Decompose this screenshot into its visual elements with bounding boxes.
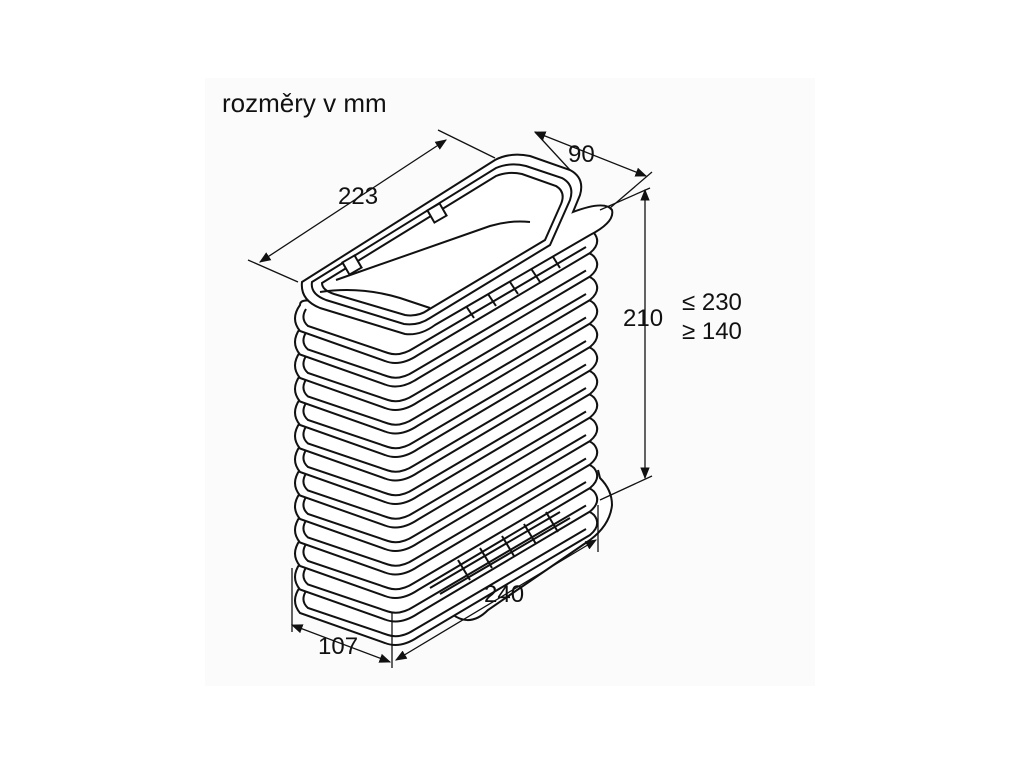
top-ribs [449, 237, 581, 319]
dim-top-length: 223 [338, 183, 378, 210]
pleat-inner-line [302, 387, 587, 497]
pleat-inner-line [302, 316, 587, 426]
pleat-inner-line [302, 246, 587, 356]
dim-top-width: 90 [568, 141, 595, 168]
dim-height-min: ≥ 140 [682, 318, 742, 345]
pleat-inner-line [302, 293, 587, 403]
units-note: rozměry v mm [222, 88, 387, 118]
pleat-inner-line [302, 434, 587, 544]
dim-bottom-length: 240 [484, 581, 524, 608]
pleat-inner-line [302, 340, 587, 450]
pleat-inner-line [302, 363, 587, 473]
pleat-inner-line [302, 269, 587, 379]
dimension-lines [247, 129, 653, 668]
corrugated-pleats [294, 227, 599, 646]
pleat-inner-line [302, 410, 587, 520]
dim-height: 210 [623, 305, 663, 332]
dim-bottom-width: 107 [318, 633, 358, 660]
dim-height-max: ≤ 230 [682, 289, 742, 316]
